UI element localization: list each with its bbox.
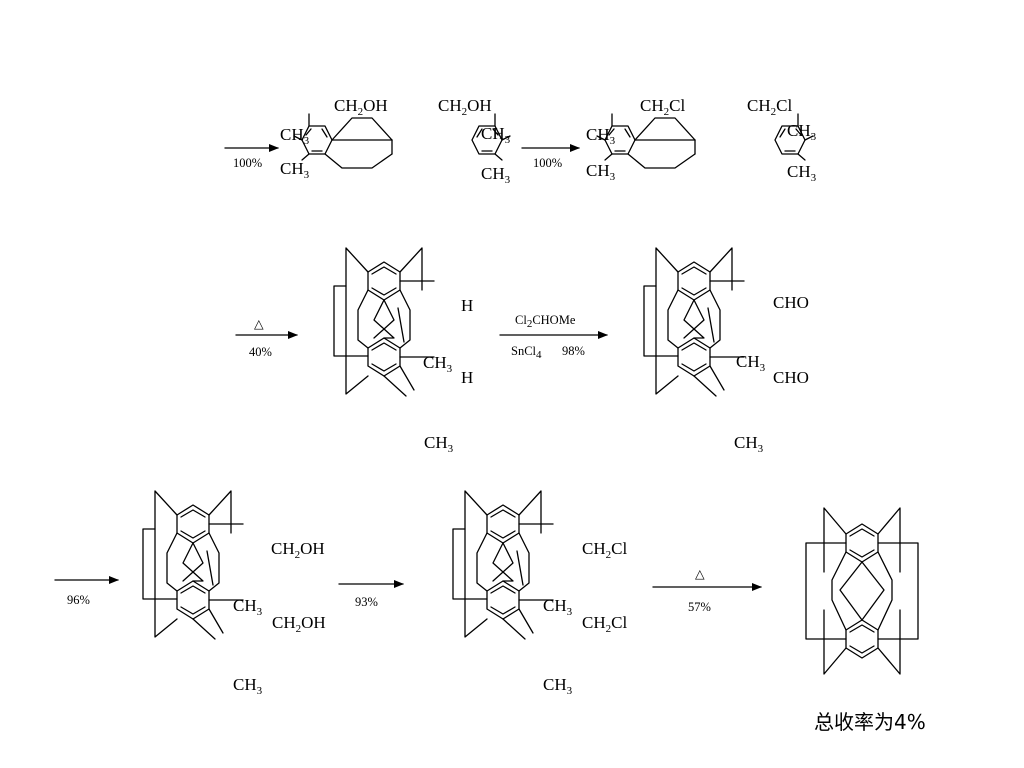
svg-text:CH3: CH3: [543, 675, 573, 697]
svg-text:CH2Cl: CH2Cl: [582, 539, 627, 561]
svg-text:CH3: CH3: [233, 596, 263, 618]
svg-text:H: H: [461, 368, 473, 387]
svg-text:CH3: CH3: [481, 124, 511, 146]
step-7-yield: 57%: [688, 600, 711, 614]
svg-text:CH3: CH3: [787, 121, 817, 143]
svg-text:CH3: CH3: [734, 433, 764, 455]
step-2-arrow: 100%: [521, 144, 580, 170]
step-1-arrow: 100%: [224, 144, 279, 170]
molecule-dichloride: CH2Cl CH2Cl CH3 CH3 CH3 CH3: [586, 96, 817, 184]
step-4-arrow: Cl2CHOMe SnCl4 98%: [499, 313, 608, 361]
molecule-cyclophane-dimethyl: H CH3 H CH3: [333, 247, 473, 455]
molecule-cyclophane-dialdehyde: CHO CH3 CHO CH3: [643, 247, 809, 455]
step-6-yield: 93%: [355, 595, 378, 609]
svg-text:CHO: CHO: [773, 293, 809, 312]
svg-text:CH2Cl: CH2Cl: [747, 96, 792, 118]
molecule-cyclophane-diol: CH2OH CH3 CH2OH CH3: [142, 490, 326, 697]
svg-text:CH2Cl: CH2Cl: [640, 96, 685, 118]
step-7-arrow: △ 57%: [652, 567, 762, 614]
svg-text:CHO: CHO: [773, 368, 809, 387]
molecule-diol: CH2OH CH2OH CH3 CH3 CH3 CH3: [280, 96, 511, 186]
svg-text:CH3: CH3: [423, 353, 453, 375]
step-3-reagent: △: [254, 317, 264, 331]
molecule-cyclophane-dichloride: CH2Cl CH3 CH2Cl CH3: [452, 490, 627, 697]
step-5-arrow: 96%: [54, 576, 119, 607]
step-3-yield: 40%: [249, 345, 272, 359]
molecule-final-product: [805, 507, 919, 675]
svg-text:CH2OH: CH2OH: [438, 96, 492, 118]
step-4-yield: 98%: [562, 344, 585, 358]
svg-text:CH2OH: CH2OH: [271, 539, 325, 561]
step-7-reagent: △: [695, 567, 705, 581]
svg-text:Cl2CHOMe: Cl2CHOMe: [515, 313, 576, 330]
svg-text:CH2OH: CH2OH: [334, 96, 388, 118]
step-2-yield: 100%: [533, 156, 562, 170]
svg-text:CH3: CH3: [233, 675, 263, 697]
svg-text:CH3: CH3: [586, 161, 616, 183]
svg-text:CH3: CH3: [280, 125, 310, 147]
step-1-yield: 100%: [233, 156, 262, 170]
svg-text:CH3: CH3: [736, 352, 766, 374]
svg-text:CH3: CH3: [787, 162, 817, 184]
svg-text:CH3: CH3: [586, 125, 616, 147]
svg-text:SnCl4: SnCl4: [511, 344, 542, 361]
svg-text:CH3: CH3: [543, 596, 573, 618]
svg-text:CH3: CH3: [424, 433, 454, 455]
overall-yield-label: 总收率为4%: [814, 710, 926, 734]
svg-text:CH2Cl: CH2Cl: [582, 613, 627, 635]
step-3-arrow: △ 40%: [235, 317, 298, 359]
svg-text:CH2OH: CH2OH: [272, 613, 326, 635]
step-6-arrow: 93%: [338, 580, 404, 609]
svg-text:H: H: [461, 296, 473, 315]
svg-text:CH3: CH3: [280, 159, 310, 181]
svg-text:CH3: CH3: [481, 164, 511, 186]
step-5-yield: 96%: [67, 593, 90, 607]
